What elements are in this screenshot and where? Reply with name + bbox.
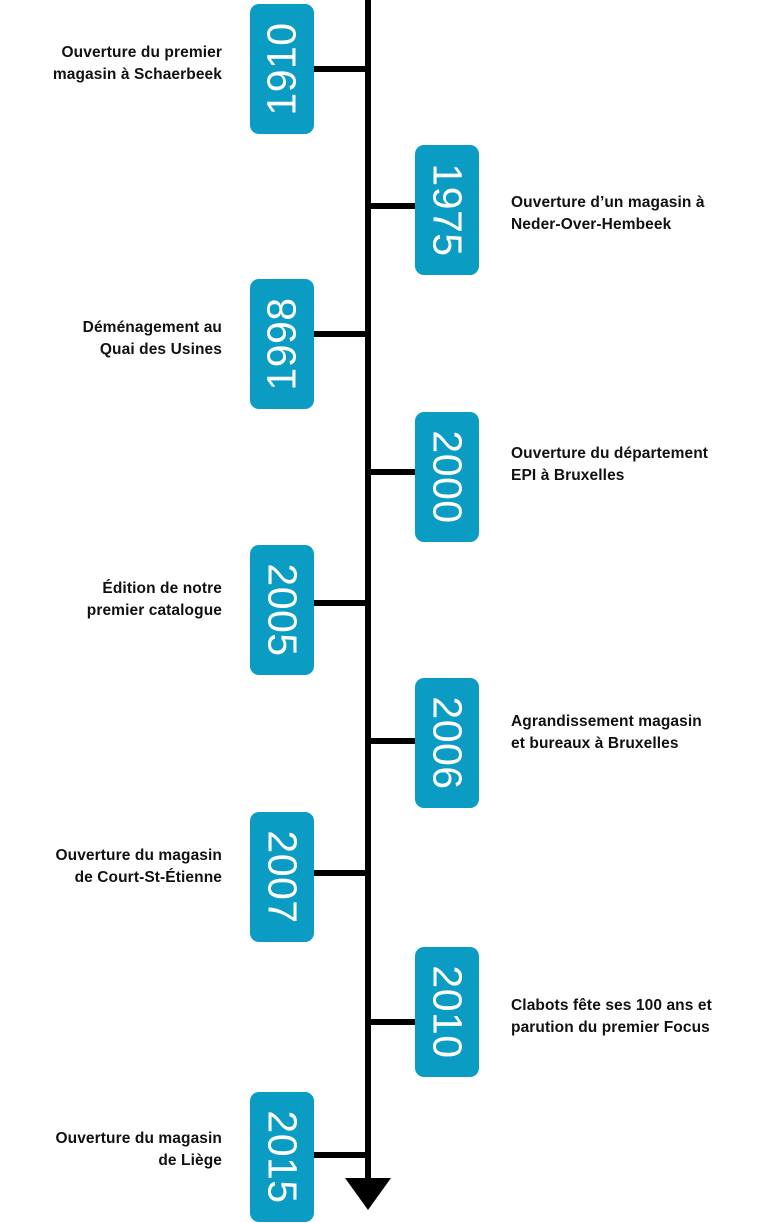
event-connector <box>314 600 368 606</box>
year-chip[interactable]: 1975 <box>415 145 479 275</box>
year-chip[interactable]: 2005 <box>250 545 314 675</box>
event-connector <box>314 870 368 876</box>
year-label: 2005 <box>259 563 306 657</box>
year-label: 2000 <box>424 430 471 524</box>
event-caption: Agrandissement magasin et bureaux à Brux… <box>511 713 702 753</box>
year-label: 1910 <box>258 22 305 116</box>
year-label: 2015 <box>259 1110 306 1204</box>
event-connector <box>314 1152 368 1158</box>
year-chip[interactable]: 2006 <box>415 678 479 808</box>
year-chip[interactable]: 2007 <box>250 812 314 942</box>
event-connector <box>368 738 415 744</box>
event-caption: Clabots fête ses 100 ans et parution du … <box>511 997 712 1037</box>
event-caption: Ouverture du magasin de Court-St-Étienne <box>55 847 222 887</box>
event-connector <box>368 203 415 209</box>
event-caption: Déménagement au Quai des Usines <box>82 319 222 359</box>
event-connector <box>314 331 368 337</box>
year-label: 2006 <box>424 696 471 790</box>
event-connector <box>368 469 415 475</box>
year-chip[interactable]: 2015 <box>250 1092 314 1222</box>
year-label: 2007 <box>259 830 306 924</box>
timeline-arrow-icon <box>345 1178 391 1210</box>
year-label: 1975 <box>424 163 471 257</box>
event-caption: Ouverture du département EPI à Bruxelles <box>511 445 709 485</box>
year-chip[interactable]: 2000 <box>415 412 479 542</box>
year-chip[interactable]: 1910 <box>250 4 314 134</box>
event-caption: Ouverture d’un magasin à Neder-Over-Hemb… <box>511 194 705 234</box>
year-label: 1998 <box>258 297 305 391</box>
event-connector <box>368 1019 415 1025</box>
year-label: 2010 <box>424 965 471 1059</box>
event-caption: Ouverture du magasin de Liège <box>55 1130 222 1170</box>
event-caption: Édition de notre premier catalogue <box>86 580 222 620</box>
year-chip[interactable]: 2010 <box>415 947 479 1077</box>
event-caption: Ouverture du premier magasin à Schaerbee… <box>52 44 222 84</box>
timeline-axis-line <box>365 0 371 1186</box>
year-chip[interactable]: 1998 <box>250 279 314 409</box>
event-connector <box>314 66 368 72</box>
